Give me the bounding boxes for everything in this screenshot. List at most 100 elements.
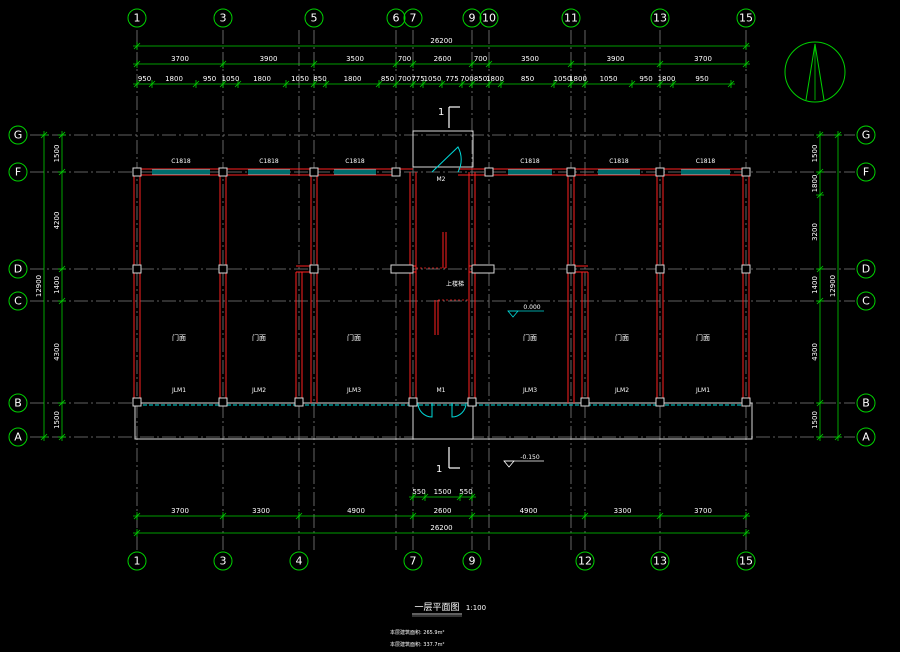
window-label: C1818: [259, 158, 279, 165]
room-label: 门面: [523, 333, 537, 342]
dim-top-detail-text: 950: [138, 75, 151, 83]
axis-bubble-right-label: A: [862, 431, 870, 444]
dim-top-total-text: 26200: [430, 37, 452, 45]
front-door-label: JLM2: [251, 387, 266, 394]
axis-bubble-top: [304, 8, 324, 28]
entry-outline-bottom: [412, 402, 474, 440]
dim-top-detail-text: 850: [381, 75, 394, 83]
room-label: 门面: [172, 333, 186, 342]
dim-top-detail-text: 1050: [424, 75, 442, 83]
dim-top-mid-text: 2600: [434, 55, 452, 63]
axis-bubble-top: [213, 8, 233, 28]
dim-top-detail-text: 1800: [344, 75, 362, 83]
dim-top-detail-text: 1800: [165, 75, 183, 83]
dim-top-detail-text: 775: [411, 75, 424, 83]
dim-right-text: 1500: [811, 145, 819, 163]
axis-bubble-right: [856, 291, 876, 311]
column: [566, 167, 576, 177]
dim-top-detail-text: 700: [398, 75, 411, 83]
dim-left-total-text: 12900: [35, 275, 43, 297]
window-label: C1818: [171, 158, 191, 165]
column: [218, 264, 228, 274]
dim-left-text: 1500: [53, 411, 61, 429]
axis-bubble-bottom: [289, 551, 309, 571]
dim-bottom-mid-text: 3300: [252, 507, 270, 515]
front-door-label: JLM2: [614, 387, 629, 394]
note-2: 本层建筑面积: 337.7m²: [390, 641, 444, 648]
dim-top-detail-text: 850: [474, 75, 487, 83]
openings: [152, 146, 730, 418]
dim-bottom-mid-text: 2600: [434, 507, 452, 515]
axis-bubble-left-label: G: [14, 129, 23, 142]
axis-bubble-right-label: F: [863, 166, 869, 179]
dim-left-text: 1500: [53, 145, 61, 163]
section-label-bottom: 1: [436, 464, 442, 475]
dim-top-detail-text: 1800: [486, 75, 504, 83]
dim-bottom-mid-text: 3700: [171, 507, 189, 515]
column: [132, 397, 142, 407]
dim-top-detail-text: 1050: [554, 75, 572, 83]
axis-bubble-bottom: [127, 551, 147, 571]
axis-bubble-left-label: C: [14, 295, 22, 308]
axis-bubble-top: [479, 8, 499, 28]
dim-left-text: 1400: [53, 276, 61, 294]
dim-top-detail-text: 1800: [658, 75, 676, 83]
axis-bubble-bottom: [736, 551, 756, 571]
axis-bubble-top-label: 7: [410, 12, 417, 25]
axis-bubble-bottom: [650, 551, 670, 571]
column: [309, 167, 319, 177]
axis-bubble-left: [8, 427, 28, 447]
axis-bubble-left-label: B: [14, 397, 22, 410]
dim-top-mid-text: 700: [398, 55, 411, 63]
column-core: [390, 264, 414, 274]
axis-bubble-top: [561, 8, 581, 28]
axis-bubble-bottom-label: 3: [220, 555, 227, 568]
axis-bubble-left: [8, 125, 28, 145]
column-core: [471, 264, 495, 274]
dim-bottom-small-text: 1500: [434, 488, 452, 496]
dim-top-detail-text: 1050: [600, 75, 618, 83]
room-label: 门面: [696, 333, 710, 342]
axis-bubble-top: [127, 8, 147, 28]
column: [391, 167, 401, 177]
column: [132, 264, 142, 274]
window-label: C1818: [696, 158, 716, 165]
column: [566, 264, 576, 274]
dim-top-mid-text: 3900: [260, 55, 278, 63]
column: [580, 397, 590, 407]
dim-bottom-small-text: 550: [459, 488, 472, 496]
dim-top-mid-text: 3500: [346, 55, 364, 63]
room-label: 门面: [347, 333, 361, 342]
axis-bubble-top: [403, 8, 423, 28]
axis-bubble-bottom-label: 9: [469, 555, 476, 568]
dim-top-detail-text: 1800: [569, 75, 587, 83]
elevation-marker-outside: [503, 460, 515, 468]
axis-bubble-left-label: F: [15, 166, 21, 179]
axis-bubble-bottom-label: 7: [410, 555, 417, 568]
drawing-title: 一层平面图: [414, 602, 459, 613]
dim-bottom-mid-text: 4900: [520, 507, 538, 515]
front-door-label: JLM3: [346, 387, 361, 394]
dim-top-detail-text: 1050: [291, 75, 309, 83]
axis-bubble-top: [462, 8, 482, 28]
axis-bubble-top-label: 10: [482, 12, 496, 25]
axis-bubble-top-label: 9: [469, 12, 476, 25]
front-door-label: M1: [437, 387, 446, 394]
dim-bottom-small-text: 550: [412, 488, 425, 496]
drawing-scale: 1:100: [466, 604, 486, 612]
dim-top-mid-text: 3700: [171, 55, 189, 63]
axis-bubble-left: [8, 259, 28, 279]
dim-right-text: 1400: [811, 276, 819, 294]
room-label: 门面: [252, 333, 266, 342]
door-label-top: M2: [437, 176, 446, 183]
axis-bubble-bottom: [213, 551, 233, 571]
dim-top-detail-text: 950: [695, 75, 708, 83]
axis-bubble-left: [8, 393, 28, 413]
axis-bubble-bottom: [403, 551, 423, 571]
window-label: C1818: [520, 158, 540, 165]
column: [132, 167, 142, 177]
walls: [133, 130, 753, 440]
